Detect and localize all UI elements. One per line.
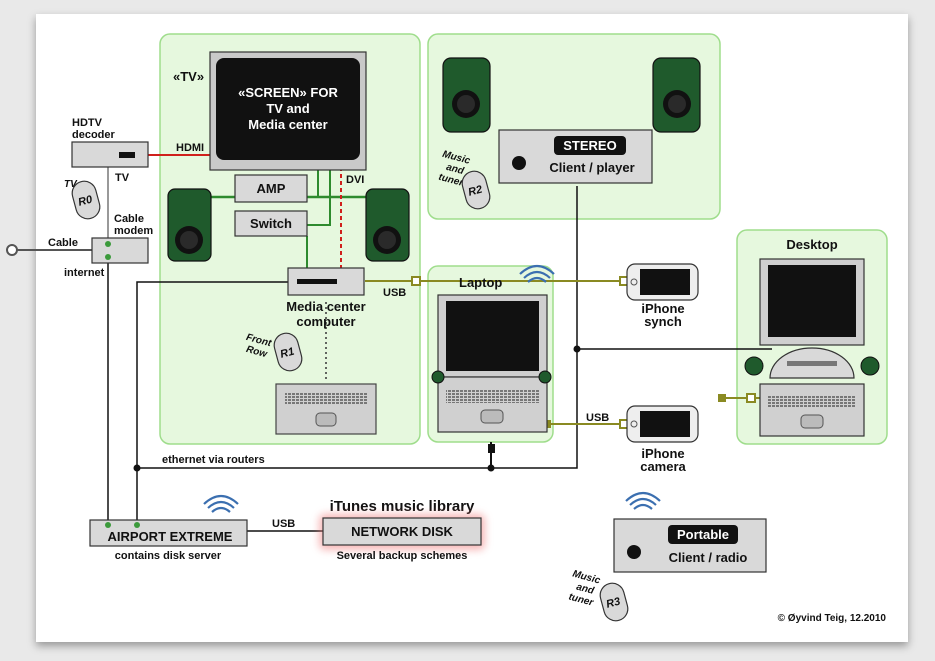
stereo-knob-icon	[512, 156, 526, 170]
ethernet-junction	[487, 464, 495, 472]
laptop-label: Laptop	[459, 275, 502, 290]
decoder-port-icon	[119, 152, 135, 158]
portable-label: Portable	[677, 527, 729, 542]
wifi-icon	[519, 264, 555, 283]
cable-modem-label: Cable	[114, 213, 144, 225]
modem-led-icon	[105, 254, 111, 260]
usb-label: USB	[272, 518, 295, 530]
portable-wifi-icon	[625, 491, 661, 510]
airport-label: AIRPORT EXTREME	[108, 529, 233, 544]
iphone-synch-icon	[626, 263, 699, 301]
remote-r0-icon: R0	[71, 180, 101, 220]
laptop-ethernet-port	[488, 444, 495, 453]
svg-text:R1: R1	[279, 346, 296, 361]
screen-title: TV and	[266, 101, 309, 116]
dvi-label: DVI	[346, 174, 364, 186]
r0-tag: TV	[64, 179, 78, 190]
ethernet-junction	[133, 464, 141, 472]
disc-slot-icon	[297, 279, 337, 284]
airport-led-icon	[134, 522, 140, 528]
stereo-speaker-left-icon	[442, 57, 491, 133]
cable-modem	[91, 237, 149, 264]
hdmi-label: HDMI	[176, 142, 204, 154]
tv-port-label: TV	[115, 172, 130, 184]
stereo-badge	[554, 136, 626, 155]
laptop-icon	[431, 294, 552, 433]
usb-plug	[746, 393, 756, 403]
backup-label: Several backup schemes	[337, 550, 468, 562]
airport-led-icon	[105, 522, 111, 528]
screen-title: «SCREEN» FOR	[238, 85, 338, 100]
svg-text:R2: R2	[467, 184, 484, 199]
itunes-label: iTunes music library	[330, 498, 475, 515]
hdtv-label: decoder	[72, 129, 116, 141]
remote-r2-icon: R2	[461, 170, 491, 210]
keyboard-icon	[275, 383, 377, 435]
tv-screen	[216, 58, 360, 160]
stereo-sub-label: Client / player	[549, 160, 634, 175]
usb-label: USB	[586, 412, 609, 424]
switch-label: Switch	[250, 216, 292, 231]
iphone-synch-label: iPhone	[641, 301, 684, 316]
cable-modem-label: modem	[114, 225, 153, 237]
iphone-camera-label: camera	[640, 459, 686, 474]
portable-sub-label: Client / radio	[669, 550, 748, 565]
remote-r3-icon: R3	[599, 582, 629, 622]
desktop-label: Desktop	[786, 237, 837, 252]
iphone-synch-label: synch	[644, 314, 682, 329]
switch-line	[307, 167, 331, 226]
hdtv-label: HDTV	[72, 117, 103, 129]
stereo-speaker-right-icon	[652, 57, 701, 133]
media-center-label: computer	[296, 314, 355, 329]
airport-mediacenter-line	[136, 281, 288, 520]
usb-plug	[718, 394, 726, 402]
ethernet-junction	[573, 345, 581, 353]
airport-wifi-icon	[203, 494, 239, 513]
svg-text:R0: R0	[77, 193, 95, 208]
airport-sub-label: contains disk server	[115, 550, 222, 562]
music-tuner-label: and	[575, 582, 596, 597]
remote-r1-icon: R1	[273, 332, 303, 372]
airport-extreme	[89, 519, 248, 547]
svg-text:R3: R3	[605, 596, 622, 611]
screen-title: Media center	[248, 117, 327, 132]
stereo-label: STEREO	[563, 138, 616, 153]
tv-label: «TV»	[173, 69, 204, 84]
speaker-left-icon	[167, 188, 212, 262]
network-disk-label: NETWORK DISK	[351, 524, 453, 539]
portable-badge	[668, 525, 738, 544]
media-center-label: Media center	[286, 299, 365, 314]
amp	[234, 174, 308, 203]
network-disk	[322, 517, 482, 546]
modem-led-icon	[105, 241, 111, 247]
speaker-right-icon	[365, 188, 410, 262]
cable-label: Cable	[48, 237, 78, 249]
iphone-camera-icon	[626, 405, 699, 443]
usb-label: USB	[383, 287, 406, 299]
internet-label: internet	[64, 267, 105, 279]
switch	[234, 210, 308, 237]
desktop-computer-icon	[744, 258, 880, 437]
amp-label: AMP	[257, 181, 286, 196]
cable-plug-icon	[6, 244, 18, 256]
ethernet-label: ethernet via routers	[162, 454, 265, 466]
music-tuner-label: and	[445, 162, 466, 177]
hdtv-decoder	[71, 141, 149, 168]
usb-plug	[411, 276, 421, 286]
copyright-label: © Øyvind Teig, 12.2010	[778, 613, 887, 624]
portable-knob-icon	[627, 545, 641, 559]
iphone-camera-label: iPhone	[641, 446, 684, 461]
